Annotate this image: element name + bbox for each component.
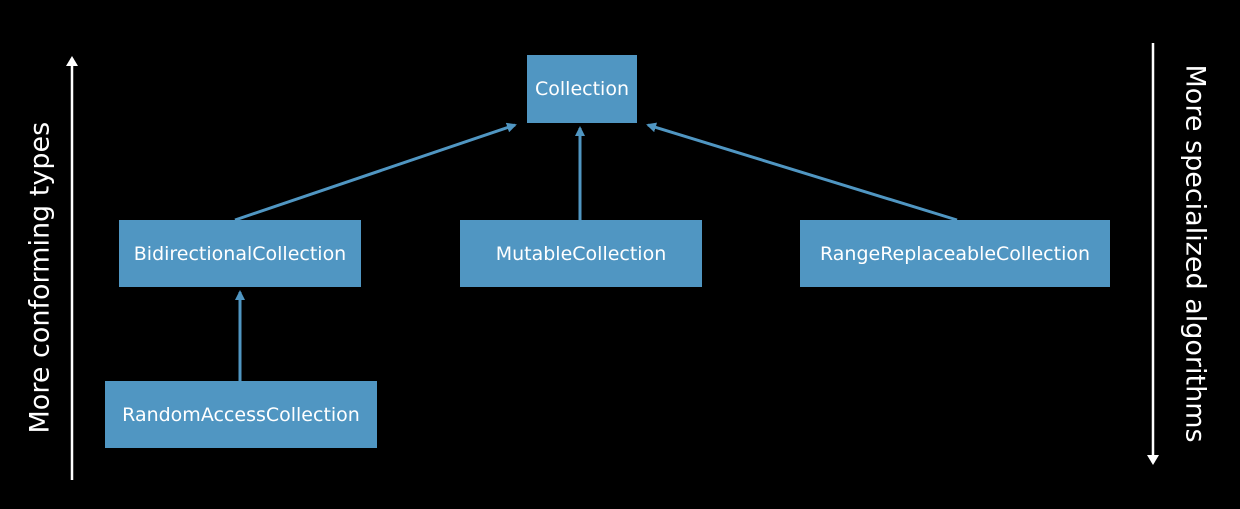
edge-bidirectional-to-collection xyxy=(234,122,517,222)
node-range-replaceable-collection: RangeReplaceableCollection xyxy=(800,220,1110,287)
node-random-access-collection: RandomAccessCollection xyxy=(105,381,377,448)
edge-rangereplaceable-to-collection xyxy=(646,122,958,222)
left-axis-label: More conforming types xyxy=(24,121,56,434)
node-mutable-collection: MutableCollection xyxy=(460,220,702,287)
node-collection: Collection xyxy=(527,55,637,123)
right-axis-label: More specialized algorithms xyxy=(1179,64,1211,443)
node-bidirectional-collection: BidirectionalCollection xyxy=(119,220,361,287)
